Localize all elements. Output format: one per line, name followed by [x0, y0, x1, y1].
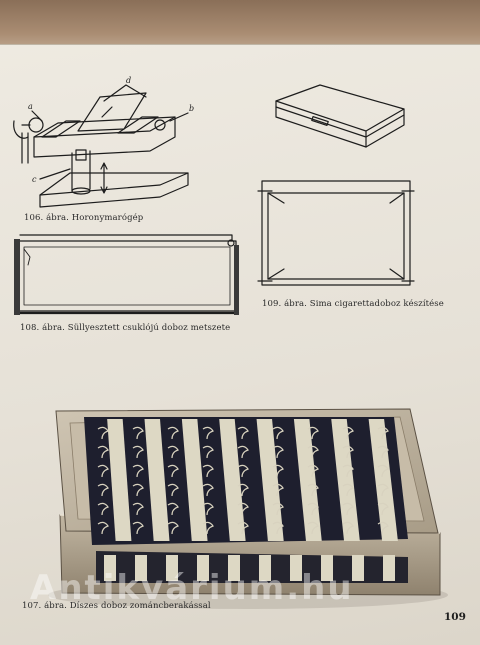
enamel-scroll-ornament — [97, 445, 109, 459]
fig109-box-drawing — [275, 84, 405, 148]
base-light-panel — [104, 555, 116, 581]
fig108-drawing — [14, 234, 240, 315]
enamel-scroll-ornament — [272, 464, 284, 478]
enamel-scroll-ornament — [377, 521, 389, 535]
enamel-scroll-ornament — [132, 521, 144, 535]
enamel-scroll-ornament — [202, 502, 214, 516]
enamel-scroll-ornament — [342, 502, 354, 516]
enamel-scroll-ornament — [167, 483, 179, 497]
enamel-scroll-ornament — [272, 502, 284, 516]
fig109-sheet-drawing — [257, 180, 415, 286]
enamel-scroll-ornament — [97, 483, 109, 497]
base-light-panel — [259, 555, 271, 581]
enamel-scroll-ornament — [307, 483, 319, 497]
base-light-panel — [228, 555, 240, 581]
fig109-caption: 109. ábra. Sima cigarettadoboz készítése — [262, 299, 444, 309]
enamel-light-stripe — [256, 419, 284, 541]
enamel-scroll-ornament — [202, 426, 214, 440]
base-light-panel — [166, 555, 178, 581]
enamel-scroll-ornament — [272, 426, 284, 440]
enamel-scroll-ornament — [307, 521, 319, 535]
enamel-scroll-ornament — [377, 464, 389, 478]
base-light-panel — [383, 555, 395, 581]
enamel-scroll-ornament — [237, 464, 249, 478]
enamel-scroll-ornament — [307, 502, 319, 516]
enamel-scroll-ornament — [132, 426, 144, 440]
base-light-panel — [352, 555, 364, 581]
enamel-light-stripe — [368, 419, 398, 541]
fig106-label-d: d — [126, 76, 131, 85]
enamel-scroll-ornament — [342, 445, 354, 459]
enamel-scroll-ornament — [272, 483, 284, 497]
enamel-scroll-ornament — [237, 483, 249, 497]
base-light-panel — [197, 555, 209, 581]
base-light-panel — [290, 555, 302, 581]
enamel-scroll-ornament — [202, 483, 214, 497]
enamel-scroll-ornament — [272, 521, 284, 535]
fig107-photo — [48, 408, 448, 609]
enamel-scroll-ornament — [97, 464, 109, 478]
enamel-scroll-ornament — [307, 445, 319, 459]
enamel-scroll-ornament — [202, 464, 214, 478]
enamel-scroll-ornament — [167, 502, 179, 516]
enamel-scroll-ornament — [237, 502, 249, 516]
enamel-scroll-ornament — [202, 445, 214, 459]
book-page: a b c d 106. ábra. Horonymarógép 109. áb… — [0, 44, 480, 645]
enamel-scroll-ornament — [167, 445, 179, 459]
enamel-scroll-ornament — [342, 464, 354, 478]
enamel-light-stripe — [219, 419, 246, 541]
fig108-caption: 108. ábra. Süllyesztett csuklójú doboz m… — [20, 323, 231, 333]
enamel-scroll-ornament — [97, 521, 109, 535]
enamel-scroll-ornament — [342, 521, 354, 535]
enamel-scroll-ornament — [97, 426, 109, 440]
page-number: 109 — [444, 611, 466, 623]
watermark: Antikvárium.hu — [30, 568, 354, 608]
base-light-panel — [321, 555, 333, 581]
enamel-scroll-ornament — [377, 426, 389, 440]
enamel-scroll-ornament — [342, 426, 354, 440]
enamel-scroll-ornament — [377, 445, 389, 459]
enamel-scroll-ornament — [167, 464, 179, 478]
enamel-scroll-ornament — [342, 483, 354, 497]
enamel-light-stripe — [181, 419, 208, 541]
enamel-scroll-ornament — [132, 502, 144, 516]
enamel-scroll-ornament — [167, 426, 179, 440]
enamel-scroll-ornament — [97, 502, 109, 516]
fig106-drawing: a b c d — [13, 76, 194, 208]
enamel-light-stripe — [144, 419, 170, 541]
enamel-scroll-ornament — [377, 483, 389, 497]
enamel-light-stripe — [331, 419, 360, 541]
enamel-scroll-ornament — [377, 502, 389, 516]
fig106-label-c: c — [32, 175, 37, 184]
enamel-scroll-ornament — [237, 445, 249, 459]
enamel-light-stripe — [107, 419, 132, 541]
enamel-scroll-ornament — [132, 464, 144, 478]
enamel-scroll-ornament — [237, 426, 249, 440]
enamel-scroll-ornament — [132, 445, 144, 459]
fig106-caption: 106. ábra. Horonymarógép — [24, 213, 144, 223]
enamel-light-stripe — [293, 419, 322, 541]
fig107-caption: 107. ábra. Díszes doboz zománcberakással — [22, 601, 211, 611]
enamel-scroll-ornament — [307, 426, 319, 440]
enamel-scroll-ornament — [307, 464, 319, 478]
fig106-label-b: b — [189, 104, 194, 113]
enamel-scroll-ornament — [167, 521, 179, 535]
enamel-scroll-ornament — [237, 521, 249, 535]
base-light-panel — [135, 555, 147, 581]
enamel-scroll-ornament — [272, 445, 284, 459]
fig106-label-a: a — [28, 102, 33, 111]
enamel-scroll-ornament — [132, 483, 144, 497]
enamel-scroll-ornament — [202, 521, 214, 535]
